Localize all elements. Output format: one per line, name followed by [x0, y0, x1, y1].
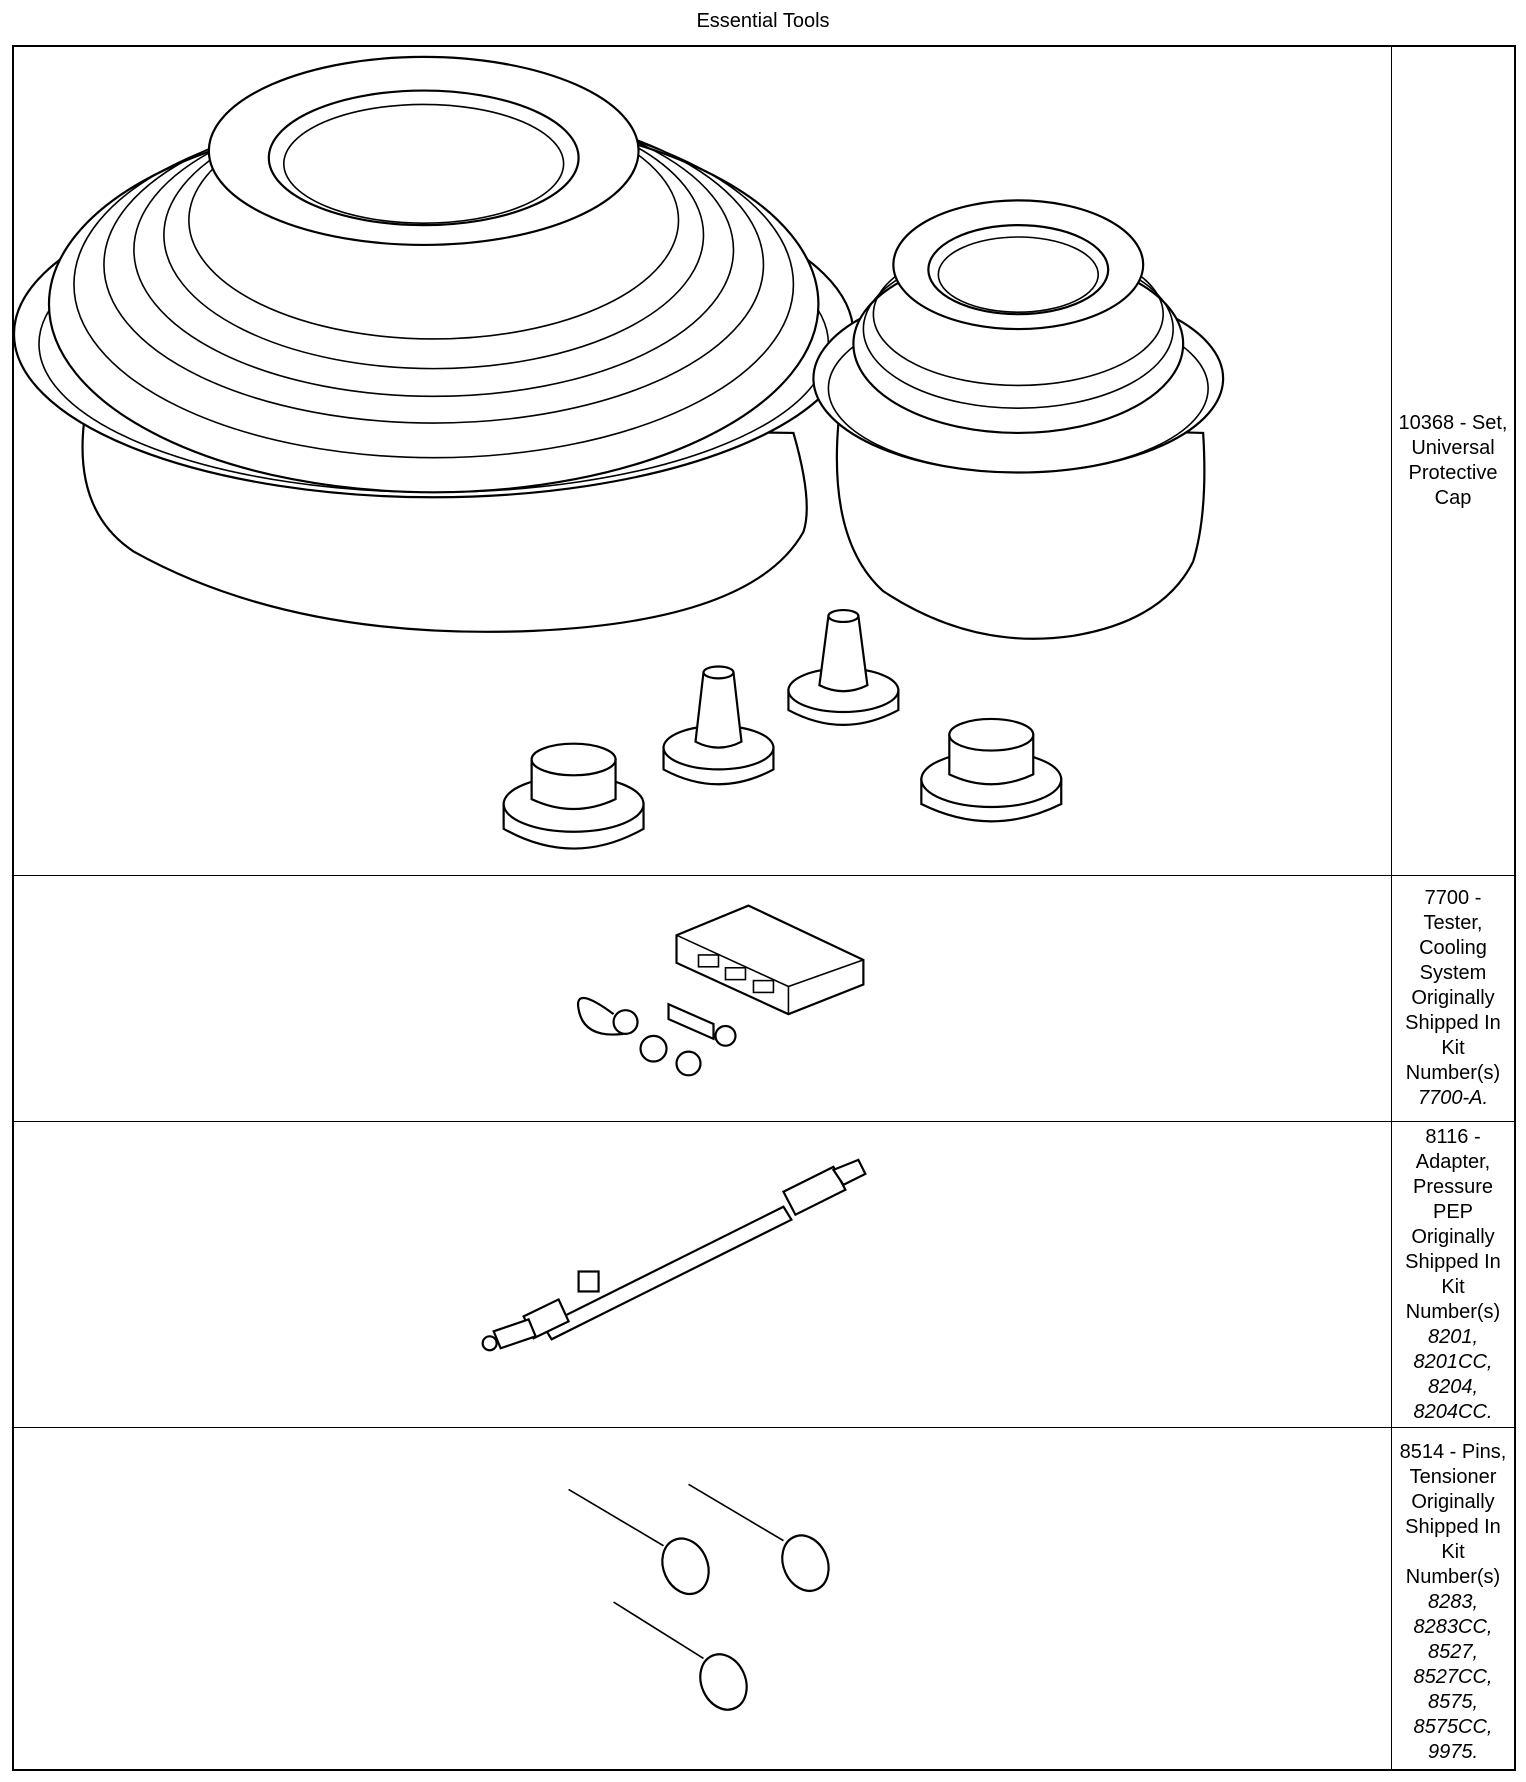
plug-cone-right-icon [787, 608, 900, 726]
pressure-adapter-illustration [14, 1122, 1392, 1427]
tool-description-8514: 8514 - Pins, Tensioner Originally Shippe… [1399, 1441, 1507, 1763]
tensioner-pin-2-icon [688, 1483, 830, 1592]
tensioner-pins-illustration [14, 1428, 1392, 1769]
pressure-adapter-icon [481, 1158, 867, 1352]
hose-adapters-icon [576, 997, 737, 1077]
tool-description-7700: 7700 - Tester, Cooling System Originally… [1405, 887, 1501, 1110]
small-cap-icon [812, 199, 1225, 640]
plug-large-right-icon [920, 717, 1063, 823]
tool-description-10368: 10368 - Set, Universal Protective Cap [1398, 412, 1508, 510]
plug-large-left-icon [502, 742, 645, 850]
tool-row-7700: 7700 - Tester, Cooling System Originally… [14, 876, 1514, 1122]
essential-tools-table: 10368 - Set, Universal Protective Cap [12, 45, 1516, 1771]
protective-cap-set-illustration [14, 47, 1392, 876]
tool-row-8116: 8116 - Adapter, Pressure PEP Originally … [14, 1122, 1514, 1428]
cooling-system-tester-illustration [14, 876, 1392, 1121]
page-title: Essential Tools [696, 10, 830, 32]
tool-row-10368: 10368 - Set, Universal Protective Cap [14, 47, 1514, 877]
tensioner-pin-3-icon [613, 1601, 748, 1711]
tool-row-8514: 8514 - Pins, Tensioner Originally Shippe… [14, 1428, 1514, 1769]
tester-case-icon [675, 904, 865, 1016]
plug-cone-left-icon [662, 665, 775, 786]
tensioner-pin-1-icon [568, 1488, 710, 1596]
large-cap-icon [14, 55, 855, 633]
tool-description-8116: 8116 - Adapter, Pressure PEP Originally … [1405, 1125, 1501, 1423]
